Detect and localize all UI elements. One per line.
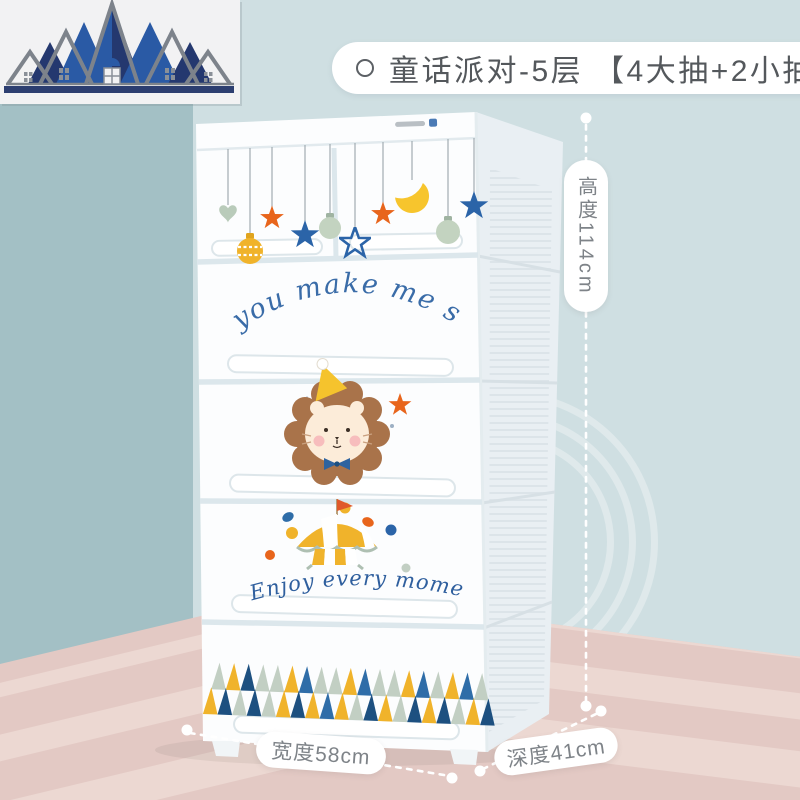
triangle-tile (377, 694, 393, 722)
measurement-dots (181, 112, 607, 784)
triangle-tile (217, 687, 233, 716)
logo-baseline-bar (4, 86, 234, 93)
heart-icon (219, 205, 237, 223)
triangle-tile (313, 666, 328, 694)
triangle-tile (319, 691, 335, 720)
triangle-tile (450, 697, 466, 725)
cabinet-foot-left (212, 741, 240, 757)
background-teal-panel (0, 0, 193, 700)
triangle-tile (327, 667, 343, 695)
triangle-tile (444, 671, 460, 700)
ball-ornament-icon (436, 216, 460, 244)
arched-window (103, 58, 121, 85)
triangle-tile (254, 664, 270, 692)
house-roofs-logo (4, 0, 234, 93)
height-label: 高度114cm (564, 160, 608, 312)
triangle-tile (246, 689, 262, 717)
triangle-tile (261, 689, 276, 717)
triangle-tile (392, 694, 408, 723)
triangle-pattern (202, 662, 495, 726)
triangle-tile (430, 671, 445, 699)
cabinet-brand-mark (395, 118, 438, 127)
triangle-tile (298, 666, 314, 694)
triangle-tile (202, 687, 218, 715)
party-hat-icon (315, 358, 348, 402)
triangle-tile (342, 667, 358, 696)
triangle-tile (480, 698, 495, 726)
triangle-tile (421, 696, 437, 724)
triangle-tile (275, 690, 291, 718)
hanging-ornaments-left (219, 144, 341, 264)
triangle-tile (240, 663, 255, 692)
circus-tent-illustration (296, 499, 378, 571)
ball-ornament-icon (237, 233, 263, 264)
triangle-tile (348, 693, 364, 721)
handle-drawer-2 (227, 354, 454, 377)
cabinet-side-panel (476, 112, 563, 752)
triangle-tile (305, 691, 320, 719)
cabinet-foot-right (450, 749, 478, 765)
triangle-tile (459, 672, 474, 700)
logo-windows (24, 58, 213, 85)
triangle-tile (415, 670, 431, 699)
triangle-tile (211, 662, 226, 690)
triangle-tile (465, 697, 481, 726)
triangle-tile (284, 665, 299, 693)
triangle-tile (225, 663, 241, 691)
triangle-tile (334, 692, 349, 720)
triangle-tile (290, 690, 306, 719)
triangle-tile (386, 669, 401, 697)
triangle-tile (473, 673, 489, 701)
handle-top-right-drawer (349, 232, 464, 251)
bowtie-icon (324, 458, 350, 470)
triangle-tile (407, 695, 422, 723)
product-title: 童话派对-5层 【4大抽+2小抽】 (389, 55, 800, 88)
brand-logo (0, 0, 240, 104)
flag-icon (337, 499, 353, 511)
triangle-tile (269, 664, 285, 693)
moon-icon (395, 182, 429, 213)
triangle-tile (400, 670, 416, 698)
lion-illustration (284, 358, 412, 485)
triangle-tile (436, 696, 451, 724)
triangle-tile (232, 688, 247, 716)
hanging-ornaments-right (338, 138, 489, 258)
handle-drawer-4 (231, 594, 458, 619)
title-banner: 童话派对-5层 【4大抽+2小抽】 (332, 42, 800, 94)
triangle-tile (357, 668, 372, 696)
triangle-tile (363, 693, 378, 721)
handle-top-left-drawer (211, 238, 324, 257)
triangle-tile (371, 669, 387, 697)
ball-ornament-icon (319, 213, 341, 239)
circle-bullet-icon (356, 59, 374, 77)
